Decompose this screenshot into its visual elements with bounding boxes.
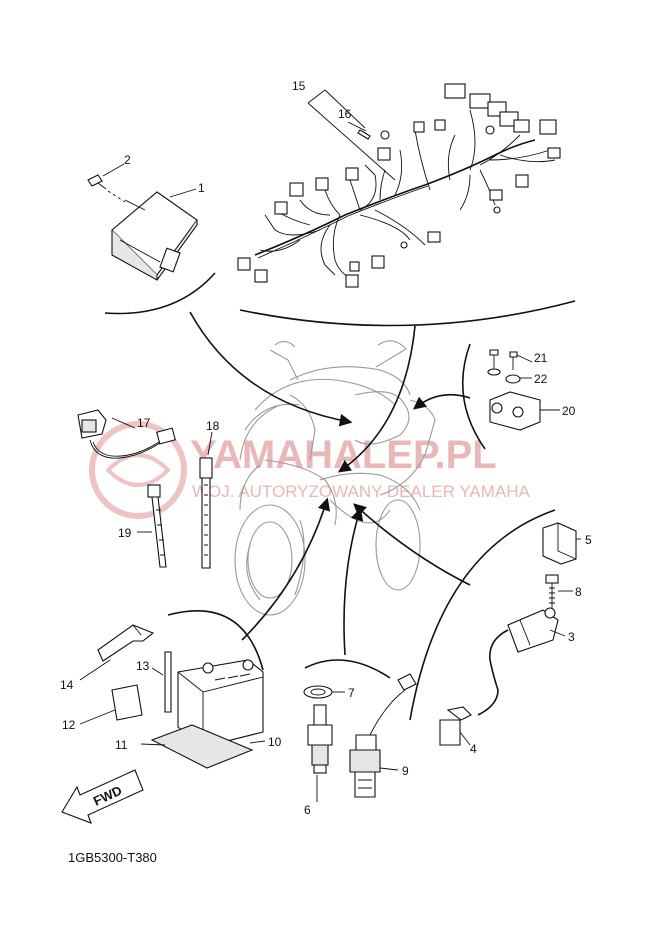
part-4-spark-plug-cap bbox=[439, 706, 472, 746]
callout-8: 8 bbox=[575, 585, 582, 599]
diagram-code: 1GB5300-T380 bbox=[68, 850, 157, 865]
callout-labels: 1 2 3 4 5 6 7 8 9 10 11 12 13 14 15 16 1… bbox=[60, 79, 592, 817]
part-22-washer bbox=[487, 368, 521, 384]
callout-3: 3 bbox=[568, 630, 575, 644]
part-19-band bbox=[147, 484, 167, 568]
callout-5: 5 bbox=[585, 533, 592, 547]
callout-2: 2 bbox=[124, 153, 131, 167]
callout-15: 15 bbox=[292, 79, 306, 93]
part-13-pipe bbox=[164, 651, 172, 713]
part-7-gasket bbox=[303, 685, 333, 699]
part-20-starter-relay bbox=[489, 391, 541, 431]
callout-6: 6 bbox=[304, 803, 311, 817]
part-18-band bbox=[199, 457, 213, 569]
callout-10: 10 bbox=[268, 735, 282, 749]
part-6-thermo-unit bbox=[307, 704, 333, 774]
part-11-battery-plate bbox=[150, 724, 254, 769]
leader-lines bbox=[79, 121, 581, 802]
callout-22: 22 bbox=[534, 372, 548, 386]
part-1-cdi-unit bbox=[111, 191, 198, 281]
part-9-oxygen-sensor bbox=[349, 673, 417, 798]
part-15-wire-harness bbox=[237, 83, 561, 288]
callout-11: 11 bbox=[115, 738, 128, 752]
callout-4: 4 bbox=[470, 742, 477, 756]
part-17-lead bbox=[77, 409, 176, 459]
callout-1: 1 bbox=[198, 181, 205, 195]
watermark-subtitle: WOJ. AUTORYZOWANY DEALER YAMAHA bbox=[192, 482, 531, 501]
part-5-rectifier bbox=[542, 522, 577, 565]
callout-20: 20 bbox=[562, 404, 576, 418]
part-2-screw bbox=[87, 174, 126, 203]
callout-16: 16 bbox=[338, 107, 352, 121]
watermark-brand: YAMAHALEP.PL bbox=[190, 433, 497, 477]
callout-19: 19 bbox=[118, 526, 132, 540]
callout-12: 12 bbox=[62, 718, 76, 732]
part-10-battery bbox=[177, 659, 264, 748]
watermark-logo-icon bbox=[89, 421, 187, 519]
group-dividers bbox=[104, 272, 576, 721]
callout-13: 13 bbox=[136, 659, 150, 673]
callout-18: 18 bbox=[206, 419, 220, 433]
part-21-screw bbox=[489, 349, 518, 370]
part-14-band bbox=[97, 624, 155, 662]
part-3-ignition-coil bbox=[477, 607, 559, 716]
callout-9: 9 bbox=[402, 764, 409, 778]
callout-21: 21 bbox=[534, 351, 548, 365]
arrows bbox=[189, 311, 471, 656]
scooter-outline bbox=[234, 340, 436, 616]
callout-7: 7 bbox=[348, 686, 355, 700]
callout-17: 17 bbox=[137, 416, 151, 430]
forward-direction-icon: FWD bbox=[61, 769, 144, 824]
part-8-bolt bbox=[545, 574, 559, 610]
part-12-pad bbox=[111, 684, 143, 721]
callout-14: 14 bbox=[60, 678, 74, 692]
